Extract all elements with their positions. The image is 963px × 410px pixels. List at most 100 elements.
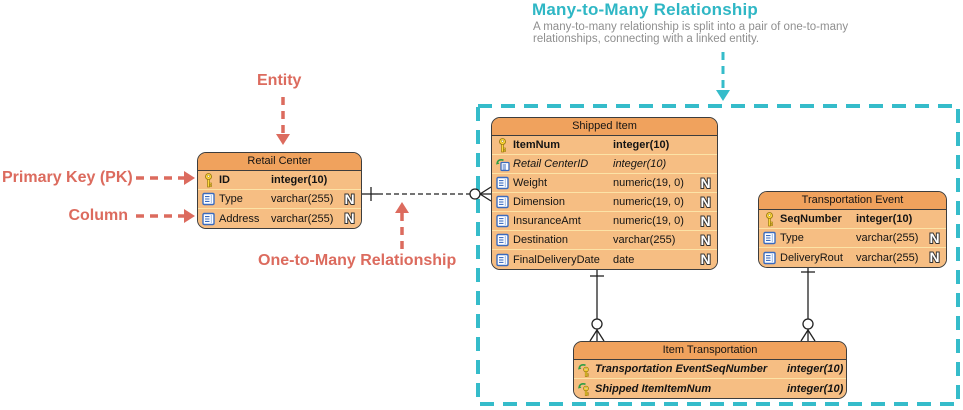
description-line-2: relationships, connecting with a linked …: [533, 33, 760, 45]
column-type: integer(10): [271, 174, 328, 186]
svg-text:N: N: [700, 214, 710, 229]
column-icon: [762, 251, 777, 265]
nullable-icon: N: [928, 250, 941, 265]
column-row-type[interactable]: Type varchar(255) N: [759, 229, 946, 248]
column-type: numeric(19, 0): [613, 215, 684, 227]
entity-item-transportation[interactable]: Item Transportation Transportation Event…: [573, 341, 847, 399]
many-to-many-pointer-arrow: [716, 52, 730, 101]
primary-foreign-key-icon: [577, 382, 592, 396]
entity-title-shipped-item[interactable]: Shipped Item: [492, 118, 717, 136]
column-row-id[interactable]: ID integer(10): [198, 171, 361, 190]
column-type: integer(10): [613, 158, 667, 170]
nullable-icon: N: [699, 252, 712, 267]
column-type: date: [613, 253, 635, 266]
column-name: SeqNumber: [780, 213, 842, 225]
primary-foreign-key-icon: [577, 362, 592, 377]
column-name: Retail CenterID: [513, 158, 589, 170]
column-name: DeliveryRout: [780, 251, 843, 264]
column-row-dimension[interactable]: Dimension numeric(19, 0) N: [492, 193, 717, 212]
description-line-1: A many-to-many relationship is split int…: [533, 21, 849, 33]
column-pointer-arrow: [136, 209, 195, 223]
column-icon: [495, 233, 510, 247]
many-to-many-group-box[interactable]: [476, 104, 960, 406]
svg-text:N: N: [700, 195, 710, 210]
primary-key-icon: [201, 172, 216, 187]
column-icon: [495, 253, 510, 267]
column-name: ID: [219, 174, 230, 186]
svg-text:N: N: [700, 252, 710, 267]
svg-text:N: N: [344, 192, 354, 207]
column-row-weight[interactable]: Weight numeric(19, 0) N: [492, 174, 717, 193]
column-name: Shipped ItemItemNum: [595, 382, 712, 395]
relationship-retail-shipped[interactable]: [362, 186, 492, 202]
column-name: Weight: [513, 177, 548, 189]
entity-pointer-arrow: [276, 97, 290, 145]
column-row-seqnumber[interactable]: SeqNumber integer(10): [759, 210, 946, 229]
column-name: Destination: [513, 234, 569, 246]
column-row-shipped-itemitemnum[interactable]: Shipped ItemItemNum integer(10): [574, 379, 846, 398]
column-type: varchar(255): [271, 212, 334, 225]
column-row-insuranceamt[interactable]: InsuranceAmt numeric(19, 0) N: [492, 212, 717, 231]
column-type: integer(10): [613, 139, 670, 151]
column-type: numeric(19, 0): [613, 196, 684, 208]
column-icon: [762, 231, 777, 245]
column-type: integer(10): [787, 382, 844, 395]
one-to-many-label[interactable]: One-to-Many Relationship: [258, 252, 457, 269]
column-label[interactable]: Column: [68, 207, 128, 224]
nullable-icon: N: [343, 211, 356, 226]
svg-text:N: N: [700, 233, 710, 248]
primary-key-label[interactable]: Primary Key (PK): [2, 169, 133, 186]
column-icon: [201, 192, 216, 206]
primary-key-icon: [495, 137, 510, 152]
column-name: FinalDeliveryDate: [513, 253, 600, 266]
column-row-retail-centerid[interactable]: Retail CenterID integer(10): [492, 155, 717, 174]
column-name: Transportation EventSeqNumber: [595, 363, 768, 375]
entity-rows: ID integer(10) Type varchar(255) N Address…: [198, 171, 361, 228]
many-to-many-description: A many-to-many relationship is split int…: [533, 21, 848, 45]
nullable-icon: N: [928, 231, 941, 246]
column-name: InsuranceAmt: [513, 215, 581, 227]
entity-title-item-transportation[interactable]: Item Transportation: [574, 342, 846, 360]
svg-text:N: N: [929, 250, 939, 265]
svg-text:N: N: [929, 231, 939, 246]
column-name: Address: [219, 212, 260, 225]
entity-retail-center[interactable]: Retail Center ID integer(10) Type varchar(…: [197, 152, 362, 229]
one-to-many-pointer-arrow: [395, 202, 409, 249]
column-type: varchar(255): [856, 232, 919, 244]
column-name: Type: [219, 193, 243, 205]
column-icon: [201, 212, 216, 226]
column-icon: [495, 195, 510, 209]
column-row-address[interactable]: Address varchar(255) N: [198, 209, 361, 228]
entity-title-transportation-event[interactable]: Transportation Event: [759, 192, 946, 210]
many-to-many-title[interactable]: Many-to-Many Relationship: [532, 0, 759, 19]
relationship-event-itemtrans[interactable]: [800, 263, 816, 342]
relationship-shipped-itemtrans[interactable]: [589, 267, 605, 342]
column-row-finaldeliverydate[interactable]: FinalDeliveryDate date N: [492, 250, 717, 269]
nullable-icon: N: [699, 233, 712, 248]
entity-label[interactable]: Entity: [257, 72, 302, 89]
column-type: numeric(19, 0): [613, 177, 684, 189]
column-name: Type: [780, 232, 804, 244]
column-icon: [495, 176, 510, 190]
column-type: varchar(255): [271, 193, 334, 205]
foreign-key-icon: [495, 157, 510, 171]
primary-key-pointer-arrow: [136, 171, 195, 185]
entity-transportation-event[interactable]: Transportation Event SeqNumber integer(10…: [758, 191, 947, 268]
nullable-icon: N: [699, 176, 712, 191]
column-name: Dimension: [513, 196, 565, 208]
primary-key-icon: [762, 211, 777, 226]
entity-title-retail-center[interactable]: Retail Center: [198, 153, 361, 171]
column-row-type[interactable]: Type varchar(255) N: [198, 190, 361, 209]
column-type: integer(10): [856, 213, 913, 225]
nullable-icon: N: [699, 214, 712, 229]
